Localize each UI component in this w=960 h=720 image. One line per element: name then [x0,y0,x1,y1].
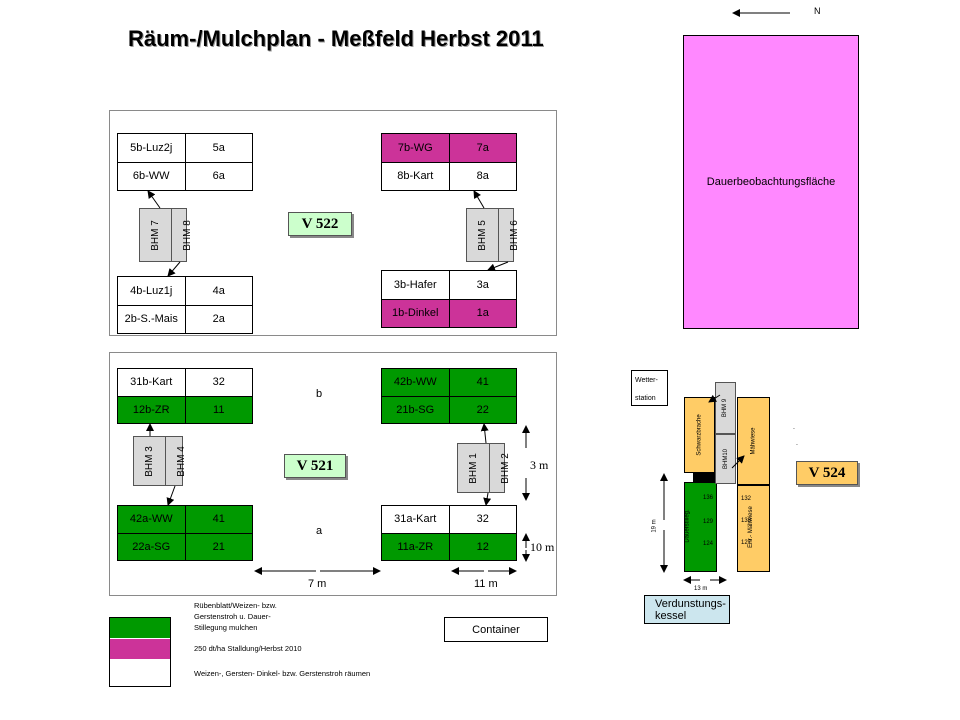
ertr-maehwiese-strip[interactable]: Ertr.- Mähwiese 132 138 127 [737,485,770,572]
plot-cell: 5a [184,134,252,162]
plot-number: 136 [703,495,714,501]
legend-frame [109,617,171,687]
legend-magenta-text: 250 dt/ha Stalldung/Herbst 2010 [194,644,302,653]
north-label: N [814,6,821,16]
v521-label: V 521 [284,454,346,478]
plot-cell: 1b-Dinkel [382,299,449,327]
arrow-bhm8-down [167,261,181,277]
bhm-1-2[interactable]: BHM 1 BHM 2 [457,443,510,493]
plot-number: 138 [741,518,752,524]
plot-cell: 22a-SG [118,533,185,560]
plot-cell: 8a [448,162,516,190]
dim-7m: 7 m [308,578,327,590]
bhm-7-8[interactable]: BHM 7 BHM 8 [139,208,192,262]
v524-label: V 524 [796,461,858,485]
plot-cell: 6a [184,162,252,190]
plot-cell: 12 [448,533,516,560]
plot-number: 132 [741,496,752,502]
plot-cell: 22 [448,396,516,423]
legend-swatch-magenta [110,639,170,659]
plot-cell: 1a [448,299,516,327]
plot-cell: 3b-Hafer [382,271,449,299]
bhm-9[interactable]: BHM 9 [715,382,736,434]
plot-cell: 41 [184,506,252,533]
legend-green-line1: Rübenblatt/Weizen- bzw. [194,601,277,610]
plot-cell: 32 [448,506,516,533]
arrow-bhm6-down [487,261,509,272]
legend-swatch-green [110,618,170,638]
wetterstation-line2: station [635,395,656,402]
plot-cell: 4b-Luz1j [118,277,185,305]
arrow-bhm2-down [483,492,492,506]
arrow-bhm4-down [166,485,176,506]
arrow-bhm5-up [473,190,485,209]
arrow-bhm8-up [147,190,161,209]
plot-cell: 21 [184,533,252,560]
plot-number: 129 [703,519,714,525]
verdunstung-line2: kessel [655,610,687,622]
plot-cell: 4a [184,277,252,305]
plot-cell: 5b-Luz2j [118,134,185,162]
plot-cell: 3a [448,271,516,299]
plot-cell: 7b-WG [382,134,449,162]
plot-cell: 21b-SG [382,396,449,423]
dim-13m: 13 m [694,586,708,592]
legend-white-text: Weizen-, Gersten- Dinkel- bzw. Gerstenst… [194,669,371,678]
dot-marker: . [793,424,795,431]
maehwiese-strip[interactable]: Mähwiese [737,397,770,485]
verdunstung-line1: Verdunstungs- [655,598,726,610]
wetterstation-line1: Wetter- [635,377,658,384]
plot-cell: 42a-WW [118,506,185,533]
plot-cell: 12b-ZR [118,396,185,423]
plot-cell: 7a [448,134,516,162]
dot-marker: . [796,440,798,447]
bhm-10[interactable]: BHM10 [715,434,736,484]
plot-cell: 31b-Kart [118,369,185,396]
container-box[interactable]: Container [444,617,548,642]
plot-cell: 2a [184,305,252,333]
plot-cell: 11 [184,396,252,423]
plot-cell: 31a-Kart [382,506,449,533]
v522-label: V 522 [288,212,352,236]
arrow-bhm1-up [480,423,489,444]
dauerbeobachtungsflaeche[interactable]: Dauerbeobachtungsfläche [683,35,859,329]
dauerstilleg-strip[interactable]: Dauerstilleg. 136 129 124 [684,482,717,572]
verdunstungskessel[interactable]: Verdunstungs- kessel [644,595,730,624]
legend-green-line3: Stillegung mulchen [194,623,258,632]
bhm-3-4[interactable]: BHM 3 BHM 4 [133,436,186,486]
plot-number: 124 [703,541,714,547]
plot-cell: 11a-ZR [382,533,449,560]
wetterstation-box[interactable]: Wetter- station [631,370,668,406]
plot-number: 127 [741,540,752,546]
plot-cell: 8b-Kart [382,162,449,190]
legend-green-line2: Gerstenstroh u. Dauer- [194,612,271,621]
plot-cell: 41 [448,369,516,396]
plot-cell: 32 [184,369,252,396]
row-label-b: b [316,388,323,400]
bhm-5-6[interactable]: BHM 5 BHM 6 [466,208,519,262]
plot-cell: 6b-WW [118,162,185,190]
arrow-bhm10 [731,455,745,469]
dim-3m: 3 m [530,458,549,472]
dark-marker [693,473,715,482]
row-label-a: a [316,525,323,537]
schwarzbrache-strip[interactable]: Schwarzbrache [684,397,715,473]
plot-cell: 42b-WW [382,369,449,396]
page-title: Räum-/Mulchplan - Meßfeld Herbst 2011 [128,26,544,51]
arrow-bhm9 [708,394,721,403]
dim-10m: 10 m [530,540,555,554]
dim-11m: 11 m [474,578,498,590]
plot-cell: 2b-S.-Mais [118,305,185,333]
